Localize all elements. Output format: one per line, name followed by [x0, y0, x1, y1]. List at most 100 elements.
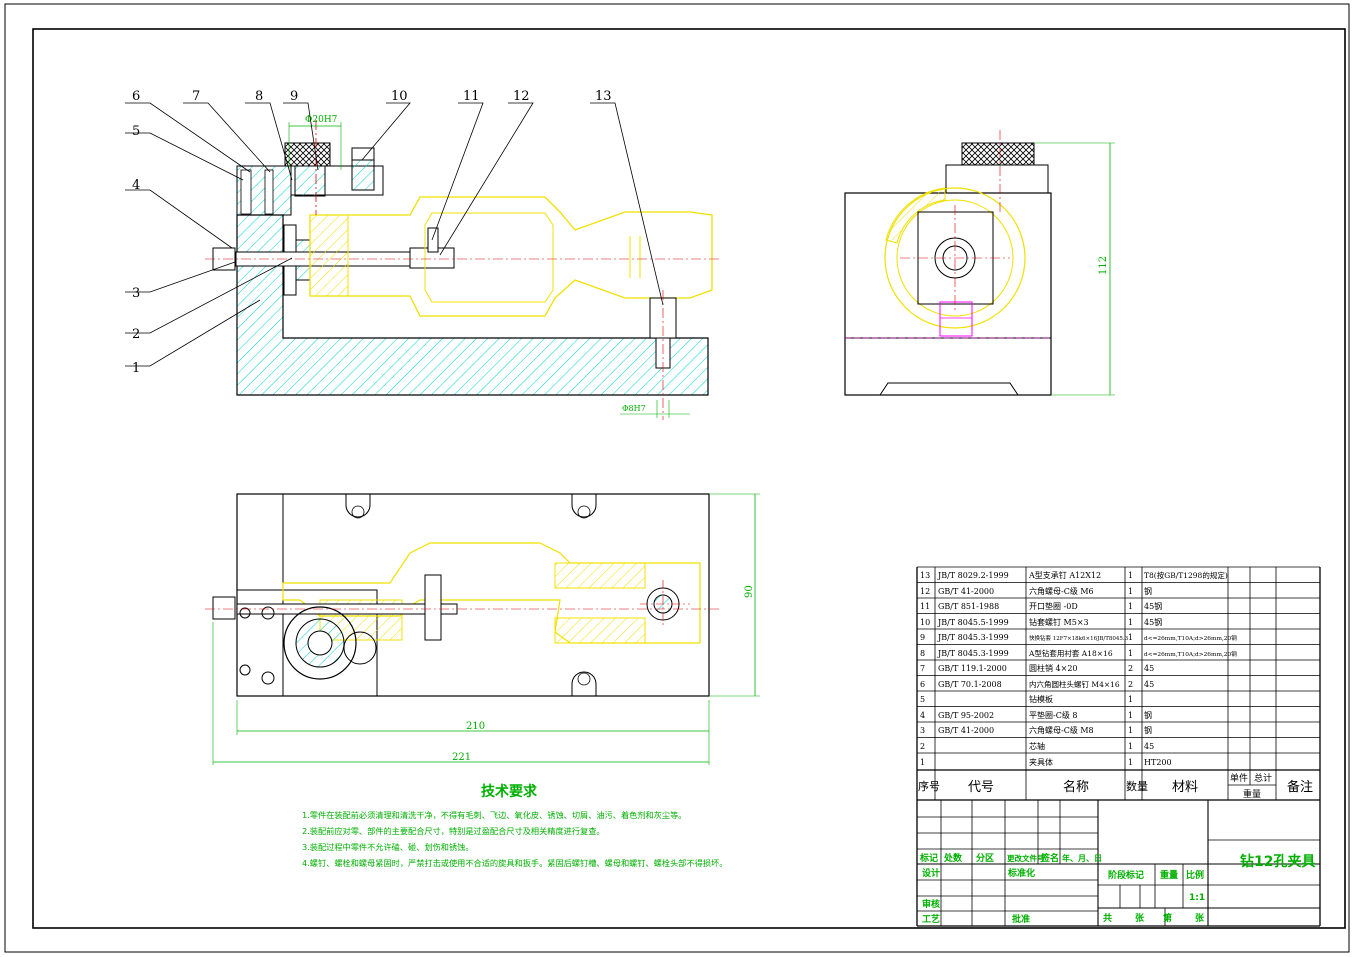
- bom-row-mat: 钢: [1144, 586, 1152, 596]
- bom-row-name: 钻模板: [1029, 694, 1053, 704]
- bom-row-mat: 45: [1144, 742, 1154, 751]
- tb-craft: 工艺: [922, 913, 940, 925]
- bom-row-mat: 钢: [1144, 710, 1152, 720]
- leader-lines: [125, 102, 664, 367]
- bom-row-code: GB/T 119.1-2000: [938, 664, 1007, 673]
- bom-row-mat: d<=26mm,T10A;d>26mm,20钢: [1144, 634, 1237, 642]
- outer-frame: [4, 3, 1350, 953]
- tb-sign: 签名: [1040, 852, 1059, 864]
- bom-row-qty: 2: [1128, 664, 1133, 673]
- bom-row-name: 六角螺母-C级 M8: [1029, 725, 1094, 735]
- bom-row-name: 内六角圆柱头螺钉 M4×16: [1029, 679, 1120, 689]
- balloon-12: 12: [513, 89, 530, 104]
- bom-rows: 13 JB/T 8029.2-1999 A型支承钉 A12X12 1 T8(按G…: [920, 570, 1237, 767]
- bom-row-no: 8: [920, 649, 925, 658]
- balloon-4: 4: [132, 178, 140, 193]
- tech-req-line-4: 4.螺钉、螺栓和螺母紧固时，严禁打击或使用不合适的旋具和扳手。紧固后螺钉槽、螺母…: [302, 858, 727, 868]
- bom-row-mat: 45: [1144, 680, 1154, 689]
- bom-row-mat: 45钢: [1144, 617, 1162, 627]
- inner-frame: [32, 28, 1346, 929]
- bom-header-qty: 数量: [1126, 780, 1148, 793]
- bom-row-mat: 钢: [1144, 725, 1152, 735]
- bom-row-no: 4: [920, 711, 925, 720]
- dim-90: 90: [744, 585, 755, 598]
- bom-row-name: 开口垫圈 -0D: [1029, 601, 1078, 611]
- bom-row-name: 夹具体: [1029, 757, 1053, 767]
- bom-row-code: JB/T 8045.3-1999: [937, 649, 1009, 658]
- bom-row-qty: 1: [1128, 726, 1133, 735]
- balloon-13: 13: [595, 89, 612, 104]
- bom-row-code: GB/T 41-2000: [938, 587, 994, 596]
- tb-mark: 标记: [919, 852, 938, 864]
- bom-row-mat: d<=26mm,T10A;d>26mm,20钢: [1144, 650, 1237, 658]
- bom-row-no: 1: [920, 758, 925, 767]
- balloon-2: 2: [132, 327, 140, 342]
- tb-sheets-unit2: 张: [1195, 912, 1205, 924]
- bom-header-unit: 单件: [1230, 772, 1248, 784]
- bom-row-mat: HT200: [1144, 758, 1172, 767]
- bom-row-qty: 1: [1128, 758, 1133, 767]
- tech-req-line-3: 3.装配过程中零件不允许磕、碰、划伤和锈蚀。: [302, 842, 474, 852]
- balloon-1: 1: [132, 361, 140, 376]
- bom-row-code: GB/T 95-2002: [938, 711, 994, 720]
- knurled-knob: [961, 142, 1035, 166]
- front-view: [205, 120, 720, 420]
- top-view: [205, 493, 760, 765]
- bom-row-no: 12: [920, 587, 930, 596]
- bom-row-no: 3: [920, 726, 925, 735]
- bom-row-no: 7: [920, 664, 925, 673]
- tech-requirements-title: 技术要求: [481, 783, 538, 800]
- tb-sheets-unit1: 张: [1135, 912, 1145, 924]
- tb-count: 处数: [943, 852, 963, 864]
- bom-row-code: GB/T 851-1988: [938, 602, 999, 611]
- bom-row-qty: 1: [1128, 602, 1133, 611]
- bom-row-name: A型支承钉 A12X12: [1028, 570, 1101, 580]
- balloon-5: 5: [132, 124, 140, 139]
- balloon-8: 8: [255, 89, 263, 104]
- bom-row-qty: 1: [1128, 695, 1133, 704]
- bom-row-code: JB/T 8045.5-1999: [937, 618, 1009, 627]
- bom-row-code: GB/T 41-2000: [938, 726, 994, 735]
- knurled-bushing: [284, 142, 331, 167]
- title-block-grid: [917, 800, 1320, 927]
- bom-row-mat: 45钢: [1144, 601, 1162, 611]
- tb-scale-label: 比例: [1186, 869, 1204, 881]
- bom-row-qty: 2: [1128, 680, 1133, 689]
- bom-header-mat: 材料: [1172, 780, 1198, 795]
- bom-row-name: 钻套螺钉 M5×3: [1029, 617, 1089, 627]
- tb-doc-no: 更改文件号: [1007, 853, 1045, 863]
- tech-req-line-2: 2.装配前应对零、部件的主要配合尺寸，特别是过盈配合尺寸及相关精度进行复查。: [302, 826, 605, 836]
- tb-drawing-title: 钻12孔夹具: [1240, 853, 1315, 870]
- bom-row-no: 9: [920, 633, 925, 642]
- bom-row-no: 6: [920, 680, 925, 689]
- bom-header-name: 名称: [1063, 779, 1089, 795]
- balloon-10: 10: [391, 89, 408, 104]
- tb-weight: 重量: [1160, 869, 1178, 881]
- bom-row-no: 10: [920, 618, 930, 627]
- bom-row-name: 快换钻套 12F7×18k6×16JB/T8045.3: [1029, 634, 1129, 642]
- dim-112: 112: [1098, 256, 1109, 275]
- bom-row-code: GB/T 70.1-2008: [938, 680, 1002, 689]
- bom-row-qty: 1: [1128, 649, 1133, 658]
- bom-row-name: A型钻套用衬套 A18×16: [1028, 648, 1113, 658]
- bom-header-code: 代号: [968, 780, 994, 795]
- dim-phi8: Φ8H7: [622, 404, 646, 413]
- bom-row-mat: 45: [1144, 664, 1154, 673]
- bom-row-name: 圆柱销 4×20: [1029, 663, 1078, 673]
- bom-header-weight: 重量: [1243, 788, 1261, 800]
- balloon-3: 3: [132, 286, 140, 301]
- dim-221: 221: [452, 752, 471, 763]
- bom-header-no: 序号: [918, 779, 940, 793]
- bom-row-name: 六角螺母-C级 M6: [1029, 586, 1094, 596]
- tb-sheets-total: 共: [1103, 912, 1112, 924]
- bom-row-qty: 1: [1128, 633, 1133, 642]
- bom-row-no: 13: [920, 571, 930, 580]
- bom-row-no: 11: [920, 602, 930, 611]
- bom-row-name: 平垫圈-C级 8: [1029, 710, 1077, 720]
- bom-row-qty: 1: [1128, 618, 1133, 627]
- bom-row-code: JB/T 8045.3-1999: [937, 633, 1009, 642]
- bom-row-no: 5: [920, 695, 925, 704]
- tb-design: 设计: [922, 867, 940, 879]
- bom-row-qty: 1: [1128, 571, 1133, 580]
